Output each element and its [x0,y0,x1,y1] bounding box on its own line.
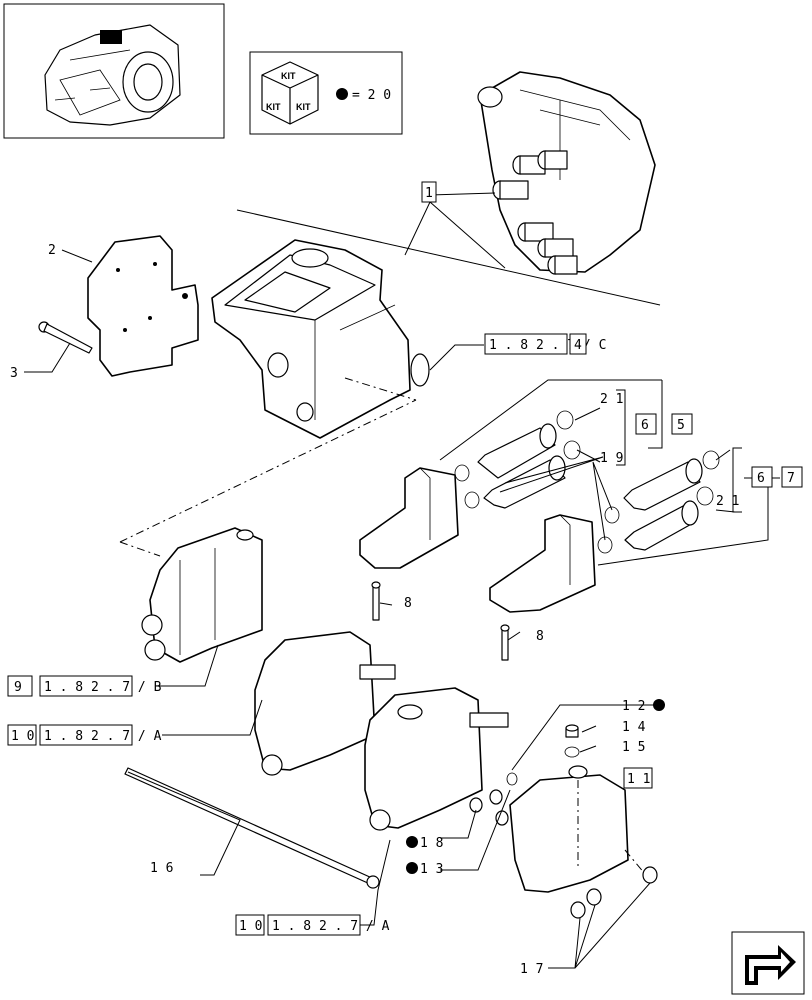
svg-text:1 1: 1 1 [627,772,650,787]
callout-ref-4[interactable]: 1 . 8 2 . 7 / C 4 [484,333,606,355]
kit-dot-icon [653,699,665,711]
callout-15[interactable]: 1 5 [622,740,645,755]
svg-text:1: 1 [425,186,433,201]
leader-lines [24,192,780,969]
kit-legend: KIT KIT KIT = 2 0 [249,51,403,135]
svg-text:1 . 8 2 . 7 / C: 1 . 8 2 . 7 / C [489,338,606,353]
callout-9-ref[interactable]: 9 1 . 8 2 . 7 / B [7,675,162,697]
kit-word-right: KIT [296,102,311,112]
callout-19[interactable]: 1 9 [600,451,623,466]
kit-boxes-icon: KIT KIT KIT [261,61,319,125]
pin-8-left [371,581,381,621]
svg-text:5: 5 [677,418,685,433]
washers-13-18 [469,772,518,826]
svg-text:1 . 8 2 . 7 / B: 1 . 8 2 . 7 / B [44,680,162,695]
thumbnail-frame[interactable] [3,3,225,139]
cartridge-19-upper [477,423,557,479]
callout-6-7[interactable]: 6 7 [751,466,803,488]
kit-dot-icon [406,836,418,848]
svg-text:1 0: 1 0 [11,729,34,744]
callout-16[interactable]: 1 6 [150,861,173,876]
callout-17[interactable]: 1 7 [520,962,543,977]
cartridge-21-lower [624,486,714,551]
svg-text:9: 9 [14,680,22,695]
svg-text:1 2: 1 2 [622,699,645,714]
seal-15 [564,746,580,758]
valve-assembly-1 [477,71,656,275]
svg-text:1 0: 1 0 [239,919,262,934]
plate-2 [87,235,199,377]
bolt-3 [38,321,93,354]
callout-11[interactable]: 1 1 [623,767,653,789]
callout-1[interactable]: 1 [421,181,437,203]
valve-body-4 [211,239,430,439]
callout-8-left[interactable]: 8 [404,596,412,611]
cartridge-21-upper [623,450,720,511]
next-page-button[interactable] [731,931,805,995]
svg-text:1 . 8 2 . 7 / A: 1 . 8 2 . 7 / A [272,919,390,934]
plug-14 [565,724,579,738]
end-cover-11 [509,765,651,893]
kit-word-top: KIT [281,71,296,81]
kit-word-left: KIT [266,102,281,112]
svg-text:6: 6 [641,418,649,433]
callout-3[interactable]: 3 [10,366,18,381]
caps-17 [570,866,658,919]
valve-section-10-rear [254,631,396,776]
callout-14[interactable]: 1 4 [622,720,646,735]
svg-text:1 . 8 2 . 7 / A: 1 . 8 2 . 7 / A [44,729,162,744]
callout-8-right[interactable]: 8 [536,629,544,644]
svg-text:4: 4 [574,338,582,353]
svg-text:7: 7 [787,471,795,486]
next-page-arrow-icon [745,945,796,985]
callout-10-ref-lower[interactable]: 1 0 1 . 8 2 . 7 / A [235,914,390,936]
callout-21-upper[interactable]: 2 1 [600,392,623,407]
bracket-5 [359,467,459,569]
callout-21-lower[interactable]: 2 1 [716,494,739,509]
callout-18[interactable]: 1 8 [406,836,443,851]
callout-brackets [616,389,742,513]
callout-2[interactable]: 2 [48,243,56,258]
kit-dot-icon [336,88,348,100]
callout-10-ref-upper[interactable]: 1 0 1 . 8 2 . 7 / A [7,724,162,746]
valve-section-10-front [364,687,509,831]
kit-equals-value: = 2 0 [352,88,391,103]
callout-12[interactable]: 1 2 [622,699,665,714]
svg-text:6: 6 [757,471,765,486]
callout-6-5[interactable]: 6 5 [635,413,693,435]
kit-dot-icon [406,862,418,874]
svg-text:1 3: 1 3 [420,862,443,877]
tractor-housing-thumbnail-icon [44,24,181,126]
valve-section-9 [141,527,263,663]
bracket-7 [489,514,596,613]
callout-13[interactable]: 1 3 [406,862,443,877]
svg-text:1 8: 1 8 [420,836,443,851]
pin-8-right [500,624,510,661]
